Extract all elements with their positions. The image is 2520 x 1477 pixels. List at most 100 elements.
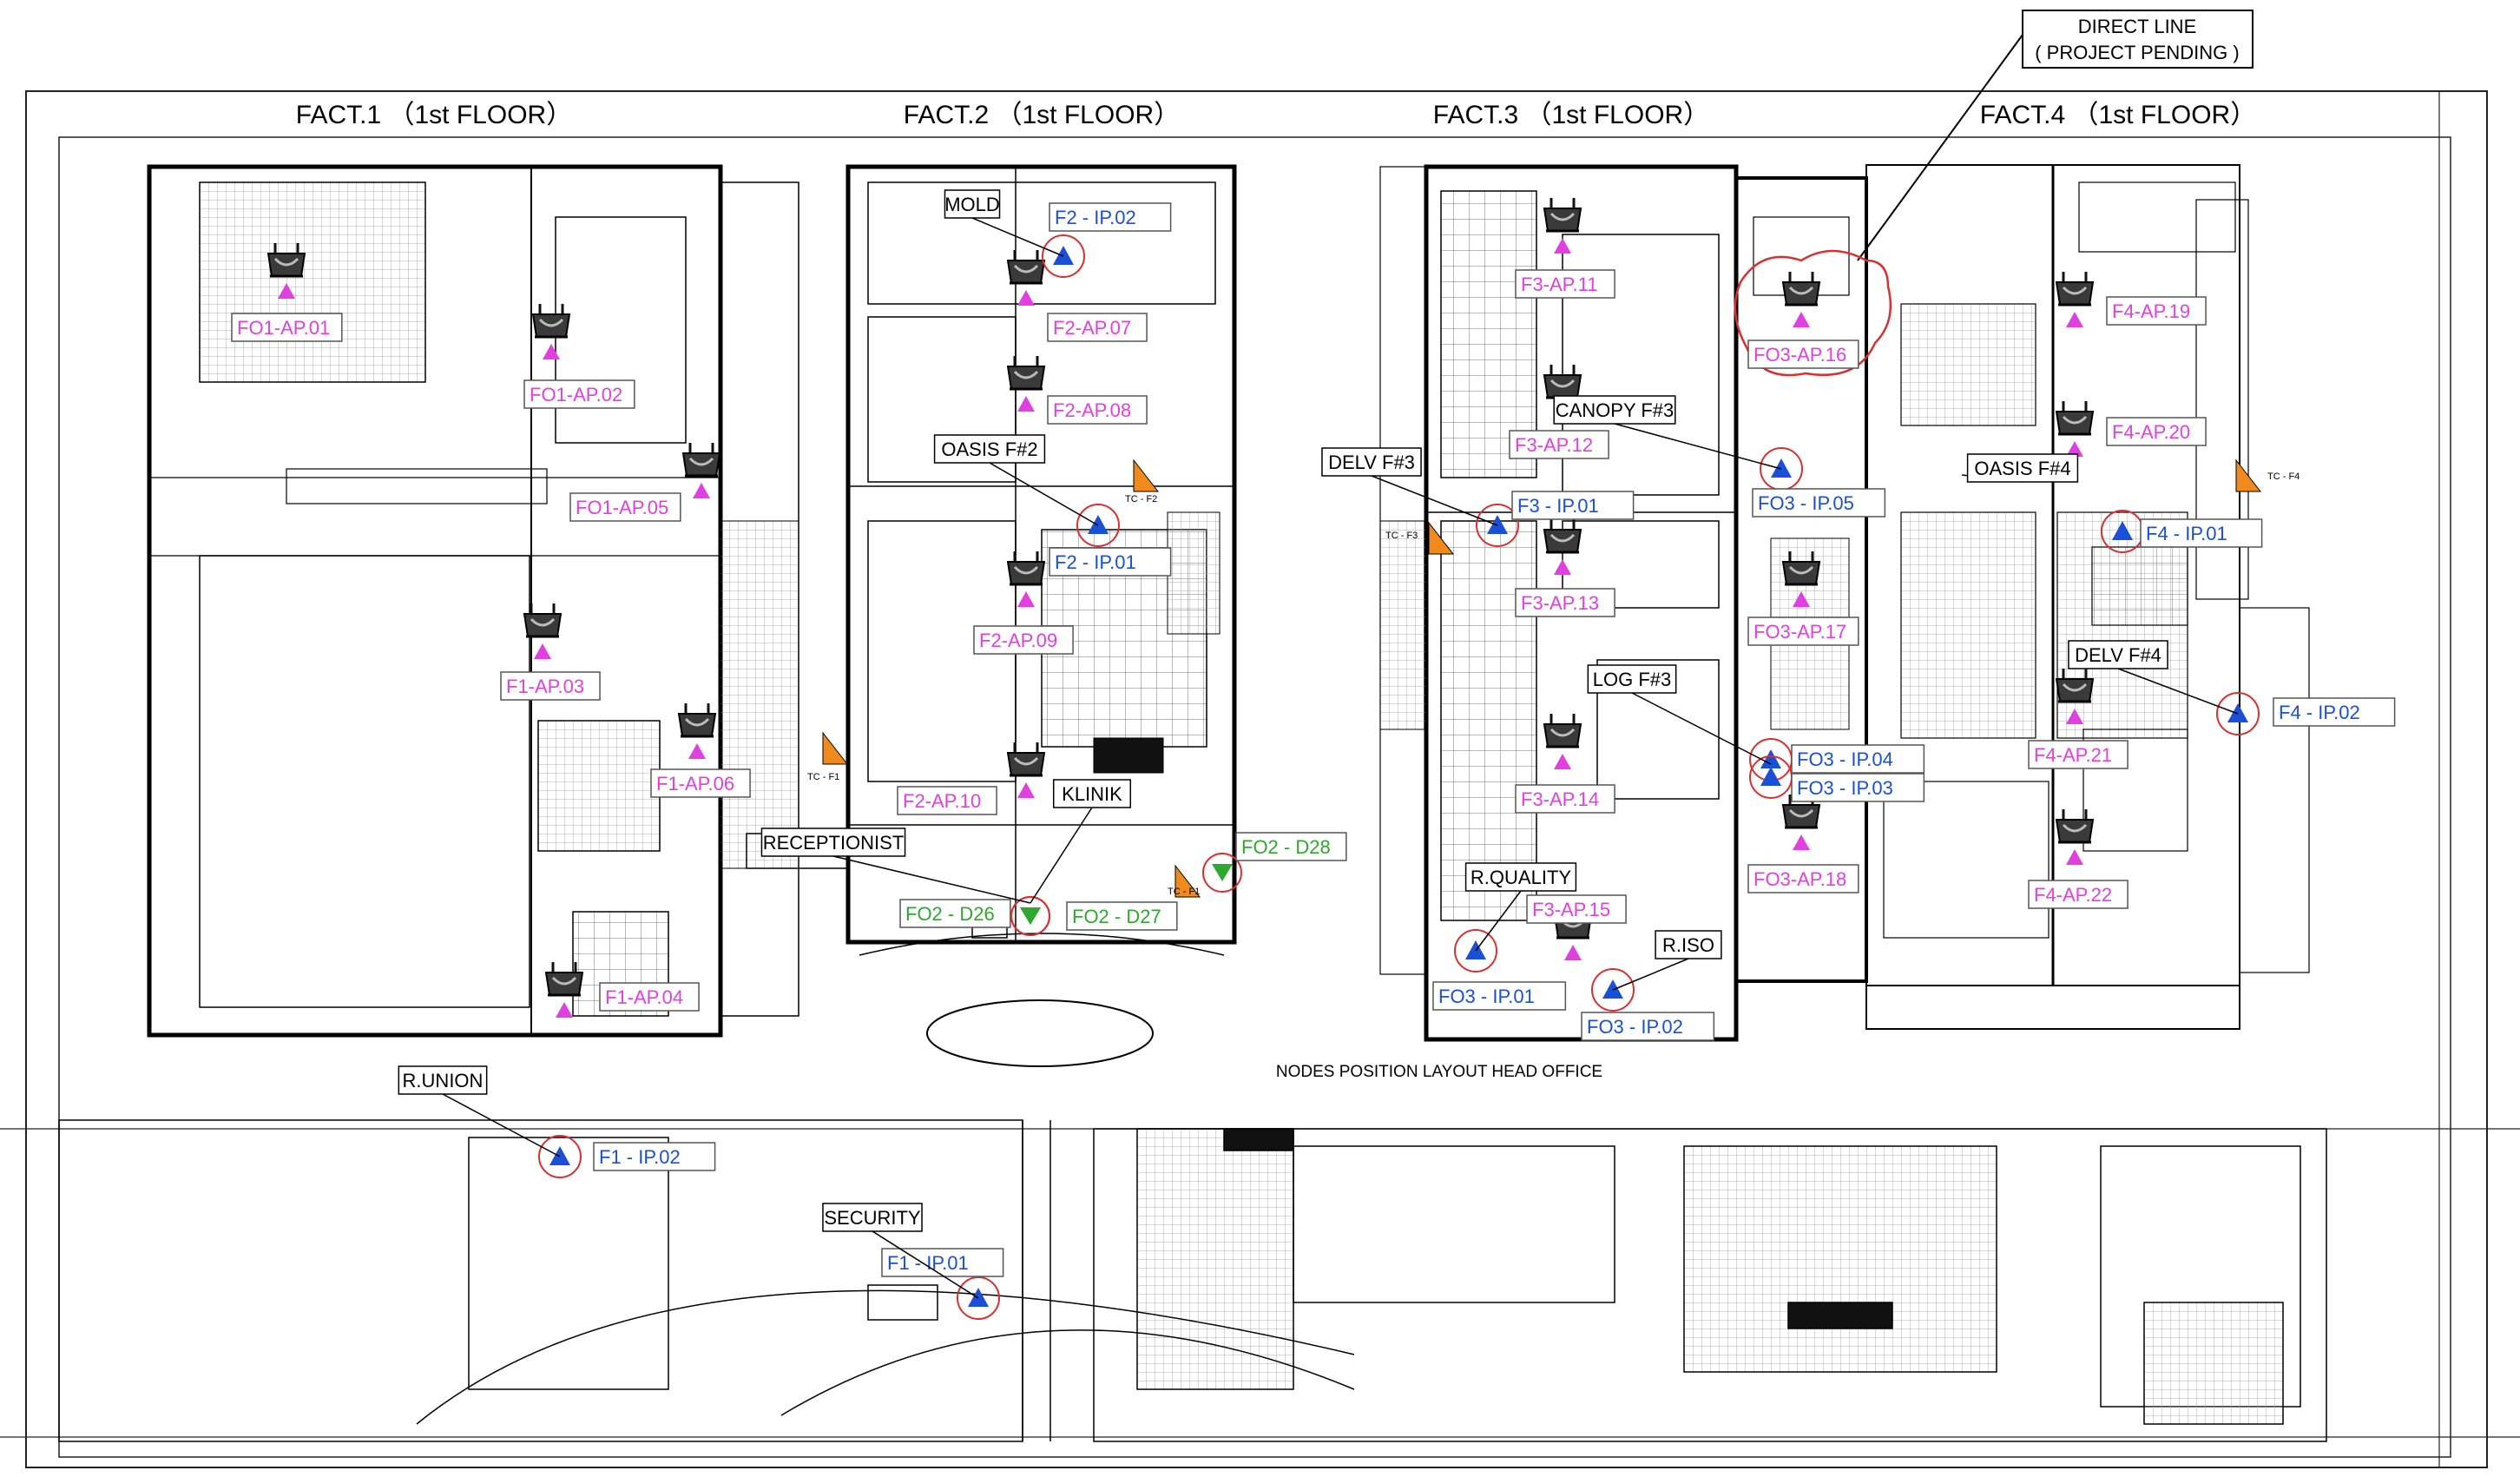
room-log3: LOG F#3 xyxy=(1587,664,1772,765)
ip-label-f1-ip01: F1 - IP.01 xyxy=(881,1248,1004,1277)
ap-label-f3-ap13-text: F3-AP.13 xyxy=(1521,592,1599,614)
leader-line xyxy=(442,1093,561,1157)
ap-marker-icon xyxy=(1564,945,1582,960)
ap-f2-ap08[interactable]: F2-AP.08 xyxy=(1006,354,1148,425)
ap-f2-ap07[interactable]: F2-AP.07 xyxy=(1006,248,1148,342)
room-label-runion-text: R.UNION xyxy=(403,1070,484,1091)
data-label-fo2-d28-text: FO2 - D28 xyxy=(1241,836,1331,858)
ap-f4-ap20[interactable]: F4-AP.20 xyxy=(2055,399,2207,457)
ap-label-fo1-ap02-text: FO1-AP.02 xyxy=(530,384,622,406)
ip-fo3-ip04[interactable]: FO3 - IP.04 xyxy=(1749,738,1925,781)
ap-f3-ap15[interactable]: F3-AP.15 xyxy=(1526,894,1627,960)
ap-f1-ap04[interactable]: F1-AP.04 xyxy=(544,960,700,1018)
room-label-delv3: DELV F#3 xyxy=(1321,447,1422,477)
tc-label: TC - F4 xyxy=(2267,471,2300,482)
room-oasis2: OASIS F#2 xyxy=(933,434,1099,526)
tc-tc-f4[interactable]: TC - F4 xyxy=(2235,458,2300,492)
ap-f3-ap14[interactable]: F3-AP.14 xyxy=(1515,712,1615,814)
closet-marker-icon xyxy=(1174,864,1201,898)
tc-tc-f1[interactable]: TC - F1 xyxy=(807,731,849,782)
ap-f3-ap12[interactable]: F3-AP.12 xyxy=(1509,363,1609,459)
ip-fo3-ip03[interactable]: FO3 - IP.03 xyxy=(1749,755,1925,802)
ap-marker-icon xyxy=(2066,849,2083,865)
ap-fo1-ap01[interactable]: FO1-AP.01 xyxy=(231,241,343,342)
room-delv3: DELV F#3 xyxy=(1321,447,1498,526)
ap-label-f1-ap04: F1-AP.04 xyxy=(599,982,700,1012)
closet-marker-icon xyxy=(1133,458,1160,492)
router-icon xyxy=(531,302,571,339)
ap-f1-ap06[interactable]: F1-AP.06 xyxy=(650,702,751,798)
ap-marker-icon xyxy=(1554,754,1571,769)
leader-line xyxy=(1614,423,1782,470)
ap-f2-ap10[interactable]: F2-AP.10 xyxy=(897,741,1046,815)
ip-label-f2-ip02-text: F2 - IP.02 xyxy=(1055,207,1136,228)
ap-fo1-ap05[interactable]: FO1-AP.05 xyxy=(569,441,721,522)
ap-label-f4-ap21-text: F4-AP.21 xyxy=(2034,744,2112,766)
ap-label-f2-ap10-text: F2-AP.10 xyxy=(903,790,981,812)
leader-line xyxy=(1475,890,1522,952)
router-icon xyxy=(1006,354,1046,391)
ap-label-f1-ap03-text: F1-AP.03 xyxy=(506,676,584,697)
ap-f1-ap03[interactable]: F1-AP.03 xyxy=(500,602,601,701)
ip-label-fo3-ip01: FO3 - IP.01 xyxy=(1432,981,1567,1011)
fact1-title: FACT.1 （1st FLOOR） xyxy=(296,101,572,129)
ip-f2-ip01[interactable]: F2 - IP.01 xyxy=(1049,504,1172,577)
ap-f3-ap13[interactable]: F3-AP.13 xyxy=(1515,518,1615,617)
room-label-mold-text: MOLD xyxy=(944,194,1000,215)
room-label-delv3-text: DELV F#3 xyxy=(1328,452,1415,473)
ap-fo3-ap17[interactable]: FO3-AP.17 xyxy=(1747,550,1859,646)
ip-fo3-ip02[interactable]: FO3 - IP.02 xyxy=(1581,968,1715,1041)
ap-fo3-ap16[interactable]: FO3-AP.16 xyxy=(1747,270,1859,369)
data-fo2-d27[interactable]: FO2 - D27 xyxy=(1010,896,1178,936)
data-fo2-d28[interactable]: FO2 - D28 xyxy=(1202,832,1347,893)
router-icon xyxy=(1781,270,1821,307)
ap-label-f3-ap15: F3-AP.15 xyxy=(1526,894,1627,924)
ap-marker-icon xyxy=(1793,312,1810,327)
tc-tc-f3[interactable]: TC - F3 xyxy=(1385,521,1455,555)
tc-tc-f2[interactable]: TC - F2 xyxy=(1125,458,1160,504)
ip-f3-ip01[interactable]: F3 - IP.01 xyxy=(1476,491,1635,547)
ip-fo3-ip05[interactable]: FO3 - IP.05 xyxy=(1752,447,1886,518)
tc-tc-f1b[interactable]: TC - F1 xyxy=(1168,864,1201,898)
ip-fo3-ip01[interactable]: FO3 - IP.01 xyxy=(1432,929,1567,1011)
ip-label-f4-ip01: F4 - IP.01 xyxy=(2140,518,2263,548)
ap-fo1-ap02[interactable]: FO1-AP.02 xyxy=(523,302,635,409)
ip-f2-ip02[interactable]: F2 - IP.02 xyxy=(1042,202,1172,278)
ap-marker-icon xyxy=(1017,782,1035,798)
ap-f4-ap19[interactable]: F4-AP.19 xyxy=(2055,270,2207,327)
ap-f3-ap11[interactable]: F3-AP.11 xyxy=(1515,196,1615,299)
ap-label-f2-ap07: F2-AP.07 xyxy=(1047,313,1148,342)
room-canopy3: CANOPY F#3 xyxy=(1553,395,1782,470)
ip-label-fo3-ip01-text: FO3 - IP.01 xyxy=(1438,986,1535,1007)
ip-f4-ip01[interactable]: F4 - IP.01 xyxy=(2101,510,2263,553)
access-points: FO1-AP.01FO1-AP.02FO1-AP.05F1-AP.03F1-AP… xyxy=(231,196,2207,1018)
ip-ring-icon xyxy=(1454,929,1497,973)
ip-label-f1-ip02: F1 - IP.02 xyxy=(593,1142,716,1171)
router-icon xyxy=(2055,399,2095,436)
ap-f2-ap09[interactable]: F2-AP.09 xyxy=(973,550,1074,655)
camera-marker-icon xyxy=(1771,458,1792,478)
room-label-rquality-text: R.QUALITY xyxy=(1471,867,1571,888)
router-icon xyxy=(677,702,717,738)
room-label-receptionist-text: RECEPTIONIST xyxy=(763,832,905,854)
ip-label-f2-ip01-text: F2 - IP.01 xyxy=(1055,551,1136,573)
ap-label-fo3-ap17: FO3-AP.17 xyxy=(1747,617,1859,646)
ap-f4-ap21[interactable]: F4-AP.21 xyxy=(2028,667,2129,769)
room-label-oasis2: OASIS F#2 xyxy=(933,434,1046,464)
ap-label-f3-ap14: F3-AP.14 xyxy=(1515,784,1615,814)
ap-f4-ap22[interactable]: F4-AP.22 xyxy=(2028,808,2129,909)
ip-f4-ip02[interactable]: F4 - IP.02 xyxy=(2216,692,2396,735)
ap-label-fo1-ap05: FO1-AP.05 xyxy=(569,492,681,522)
router-icon xyxy=(1543,196,1582,233)
ip-f1-ip01[interactable]: F1 - IP.01 xyxy=(881,1248,1004,1320)
camera-marker-icon xyxy=(2227,703,2248,722)
ap-label-f4-ap19-text: F4-AP.19 xyxy=(2112,300,2190,322)
ap-fo3-ap18[interactable]: FO3-AP.18 xyxy=(1747,793,1859,893)
ip-f1-ip02[interactable]: F1 - IP.02 xyxy=(538,1135,716,1178)
ap-marker-icon xyxy=(1017,290,1035,306)
tc-label: TC - F2 xyxy=(1125,494,1157,504)
ap-marker-icon xyxy=(2066,312,2083,327)
ip-label-f4-ip02: F4 - IP.02 xyxy=(2273,697,2396,727)
leader-line xyxy=(971,217,1064,257)
